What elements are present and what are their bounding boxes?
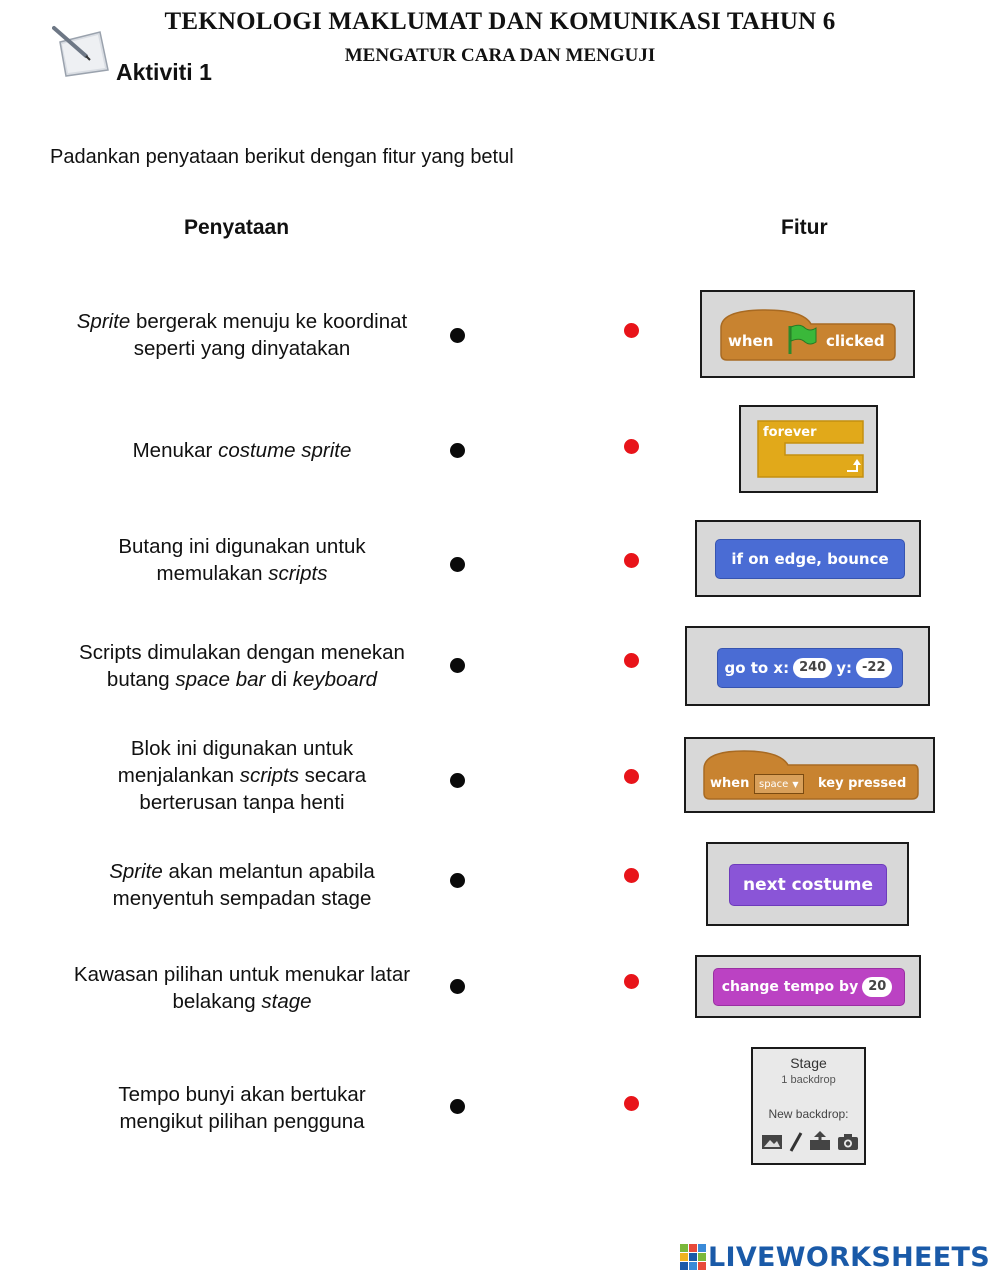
feature-if-on-edge-bounce: if on edge, bounce	[695, 520, 921, 597]
match-dot-left-4[interactable]	[450, 658, 465, 673]
match-dot-right-4[interactable]	[624, 653, 639, 668]
when-label: when	[728, 332, 774, 350]
match-dot-left-1[interactable]	[450, 328, 465, 343]
match-dot-left-3[interactable]	[450, 557, 465, 572]
activity-label: Aktiviti 1	[116, 59, 212, 85]
tempo-block: change tempo by 20	[713, 968, 905, 1006]
statement-5: Blok ini digunakan untuk menjalankan scr…	[117, 737, 367, 814]
match-dot-right-2[interactable]	[624, 439, 639, 454]
feature-forever: forever	[739, 405, 878, 493]
x-value-field[interactable]: 240	[793, 658, 833, 678]
backdrop-count: 1 backdrop	[781, 1074, 836, 1086]
liveworksheets-logo: LIVEWORKSHEETS	[679, 1240, 990, 1274]
green-flag-icon	[788, 324, 817, 354]
match-dot-left-6[interactable]	[450, 873, 465, 888]
stage-title: Stage	[790, 1055, 827, 1071]
when-key-label: when	[710, 775, 750, 791]
feature-change-tempo: change tempo by 20	[695, 955, 921, 1018]
match-dot-right-5[interactable]	[624, 769, 639, 784]
match-dot-left-8[interactable]	[450, 1099, 465, 1114]
dropdown-arrow-icon: ▼	[792, 779, 799, 789]
statement-7: Kawasan pilihan untuk menukar latar bela…	[73, 963, 411, 1013]
feature-when-flag-clicked: when clicked	[700, 290, 915, 378]
liveworksheets-logo-icon	[679, 1244, 706, 1270]
forever-block-shape	[757, 420, 864, 478]
page-title: TEKNOLOGI MAKLUMAT DAN KOMUNIKASI TAHUN …	[164, 8, 836, 35]
goto-block: go to x: 240 y: -22	[717, 648, 903, 688]
column-header-fitur: Fitur	[781, 216, 828, 239]
new-backdrop-label: New backdrop:	[768, 1107, 849, 1121]
paint-image-icon[interactable]	[761, 1133, 783, 1151]
feature-stage-backdrop-panel: Stage 1 backdrop New backdrop:	[751, 1047, 866, 1165]
feature-go-to-xy: go to x: 240 y: -22	[685, 626, 930, 706]
key-pressed-label: key pressed	[818, 775, 907, 791]
match-dot-right-3[interactable]	[624, 553, 639, 568]
page-subtitle: MENGATUR CARA DAN MENGUJI	[344, 45, 656, 66]
tempo-value-field[interactable]: 20	[862, 977, 893, 997]
match-dot-left-2[interactable]	[450, 443, 465, 458]
clicked-label: clicked	[826, 332, 885, 350]
statement-3: Butang ini digunakan untuk memulakan scr…	[118, 535, 366, 585]
column-header-penyataan: Penyataan	[184, 216, 290, 239]
bounce-block: if on edge, bounce	[715, 539, 905, 579]
next-costume-block: next costume	[729, 864, 887, 906]
brush-icon[interactable]	[788, 1131, 804, 1153]
match-dot-right-6[interactable]	[624, 868, 639, 883]
statement-4: Scripts dimulakan dengan menekan butang …	[79, 641, 405, 691]
y-value-field[interactable]: -22	[856, 658, 892, 678]
statement-8: Tempo bunyi akan bertukar mengikut pilih…	[118, 1083, 366, 1133]
instruction-text: Padankan penyataan berikut dengan fitur …	[50, 146, 514, 168]
upload-icon[interactable]	[808, 1131, 832, 1151]
match-dot-left-7[interactable]	[450, 979, 465, 994]
match-dot-left-5[interactable]	[450, 773, 465, 788]
key-select-dropdown[interactable]: space▼	[754, 774, 804, 794]
statement-2: Menukar costume sprite	[132, 439, 352, 462]
liveworksheets-brand: LIVEWORKSHEETS	[707, 1241, 990, 1273]
notepad-pencil-icon	[52, 26, 109, 77]
match-dot-right-7[interactable]	[624, 974, 639, 989]
camera-icon[interactable]	[837, 1133, 859, 1151]
statement-1: Sprite bergerak menuju ke koordinat sepe…	[76, 310, 408, 360]
feature-when-key-pressed: when space▼ key pressed	[684, 737, 935, 813]
feature-next-costume: next costume	[706, 842, 909, 926]
statement-6: Sprite akan melantun apabila menyentuh s…	[109, 860, 375, 910]
match-dot-right-1[interactable]	[624, 323, 639, 338]
forever-label: forever	[763, 424, 817, 440]
match-dot-right-8[interactable]	[624, 1096, 639, 1111]
